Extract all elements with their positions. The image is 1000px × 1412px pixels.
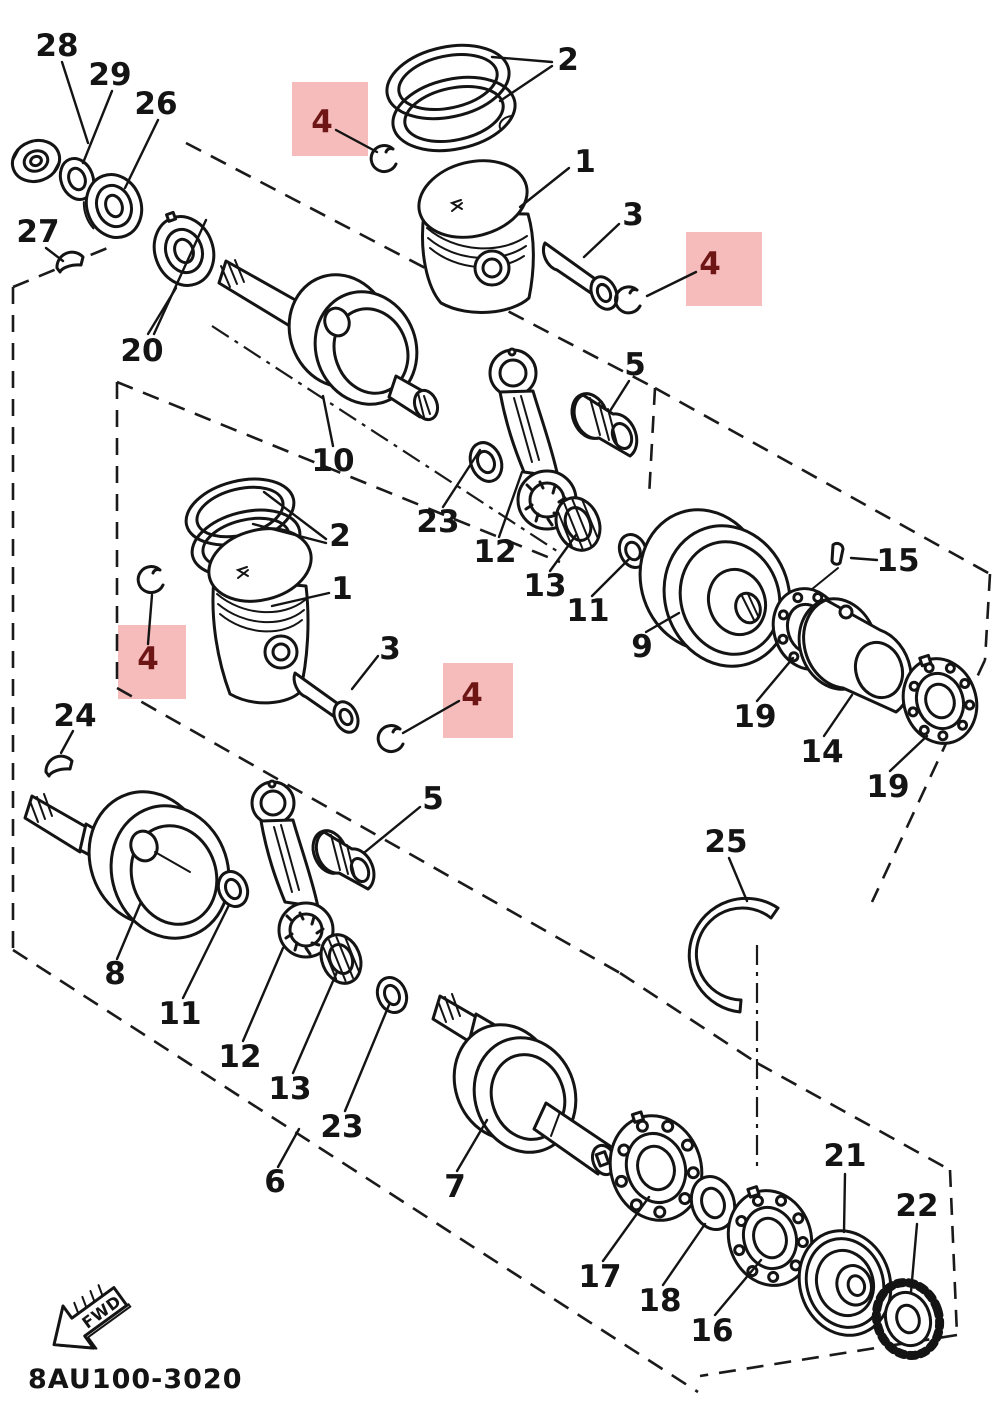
crankshaft-7 [431, 993, 618, 1177]
callout-26: 26 [134, 86, 177, 122]
fwd-arrow-icon: FWD [52, 1284, 132, 1350]
callout-27: 27 [16, 214, 59, 250]
callout-2: 2 [329, 518, 351, 554]
callout-21: 21 [823, 1138, 866, 1174]
callout-18: 18 [638, 1283, 681, 1319]
callout-9: 9 [631, 629, 653, 665]
callout-2: 2 [557, 42, 579, 78]
callout-19: 19 [733, 699, 776, 735]
washer-11-lower [216, 870, 250, 908]
crankshaft-10 [217, 259, 440, 422]
callout-24: 24 [53, 698, 96, 734]
woodruff-key-27 [55, 250, 85, 274]
callout-13: 13 [523, 568, 566, 604]
flywheel-9 [638, 508, 792, 668]
callout-11: 11 [158, 996, 201, 1032]
callout-5: 5 [422, 781, 444, 817]
piston-pin-3-lower [292, 671, 360, 734]
callout-1: 1 [574, 144, 596, 180]
circlip-4-top-left [369, 144, 398, 174]
sprocket-22 [871, 1278, 945, 1360]
hub-collar-14 [797, 597, 913, 714]
c-ring-25 [687, 896, 780, 1014]
connecting-rod-12-lower [250, 779, 335, 959]
piston-1-top [417, 159, 535, 314]
callout-29: 29 [88, 57, 131, 93]
highlight-box-2 [686, 232, 762, 306]
callout-12: 12 [473, 534, 516, 570]
circlip-4-top-right [614, 285, 642, 315]
callout-4: 4 [311, 104, 333, 140]
primary-gear-21 [797, 1229, 893, 1337]
callout-10: 10 [311, 443, 354, 479]
callout-4: 4 [461, 677, 483, 713]
piston-pin-3-top [541, 241, 619, 311]
big-end-bearing-13-top [554, 496, 602, 552]
circlip-4-lower-right [376, 724, 405, 754]
callout-11: 11 [566, 593, 609, 629]
leader-lines [44, 55, 929, 1317]
bearing-17 [608, 1110, 704, 1222]
circlip-4-lower-left [136, 565, 165, 595]
bearing-16 [726, 1185, 814, 1287]
callout-23: 23 [416, 504, 459, 540]
needle-bearing-5-top [570, 392, 639, 458]
highlight-box-1 [292, 82, 368, 156]
callout-3: 3 [379, 631, 401, 667]
washer-18 [689, 1175, 737, 1231]
woodruff-key-24 [44, 754, 74, 778]
callout-14: 14 [800, 734, 843, 770]
callout-17: 17 [578, 1259, 621, 1295]
callout-22: 22 [895, 1188, 938, 1224]
needle-bearing-5-lower [311, 829, 376, 891]
callout-5: 5 [624, 347, 646, 383]
big-end-bearing-13-lower [319, 933, 363, 985]
bearing-19-right [901, 653, 979, 745]
oil-seal-20 [152, 210, 216, 287]
nut-28 [10, 138, 62, 184]
callout-15: 15 [876, 543, 919, 579]
callout-7: 7 [444, 1169, 466, 1205]
crank-half-8 [23, 790, 231, 940]
washer-23-lower [375, 976, 409, 1014]
callout-12: 12 [218, 1039, 261, 1075]
callout-6: 6 [264, 1164, 286, 1200]
callout-1: 1 [331, 571, 353, 607]
callout-20: 20 [120, 333, 163, 369]
callout-8: 8 [104, 956, 126, 992]
piston-1-lower [207, 527, 313, 705]
part-code: 8AU100-3020 [28, 1364, 243, 1395]
callout-25: 25 [704, 824, 747, 860]
callout-4: 4 [137, 641, 159, 677]
callout-4: 4 [699, 246, 721, 282]
callout-23: 23 [320, 1109, 363, 1145]
callout-13: 13 [268, 1071, 311, 1107]
highlight-layer [118, 82, 762, 738]
washer-29 [58, 157, 96, 201]
callout-16: 16 [690, 1313, 733, 1349]
callout-28: 28 [35, 28, 78, 64]
dashed-boundaries [11, 141, 992, 1394]
callout-19: 19 [866, 769, 909, 805]
piston-rings-2-top [385, 43, 517, 153]
highlight-box-4 [443, 663, 513, 738]
callout-layer: 2829262720102413452312131191519141924134… [16, 28, 938, 1349]
highlight-box-3 [118, 625, 186, 699]
callout-3: 3 [622, 197, 644, 233]
bearing-26 [82, 173, 144, 239]
